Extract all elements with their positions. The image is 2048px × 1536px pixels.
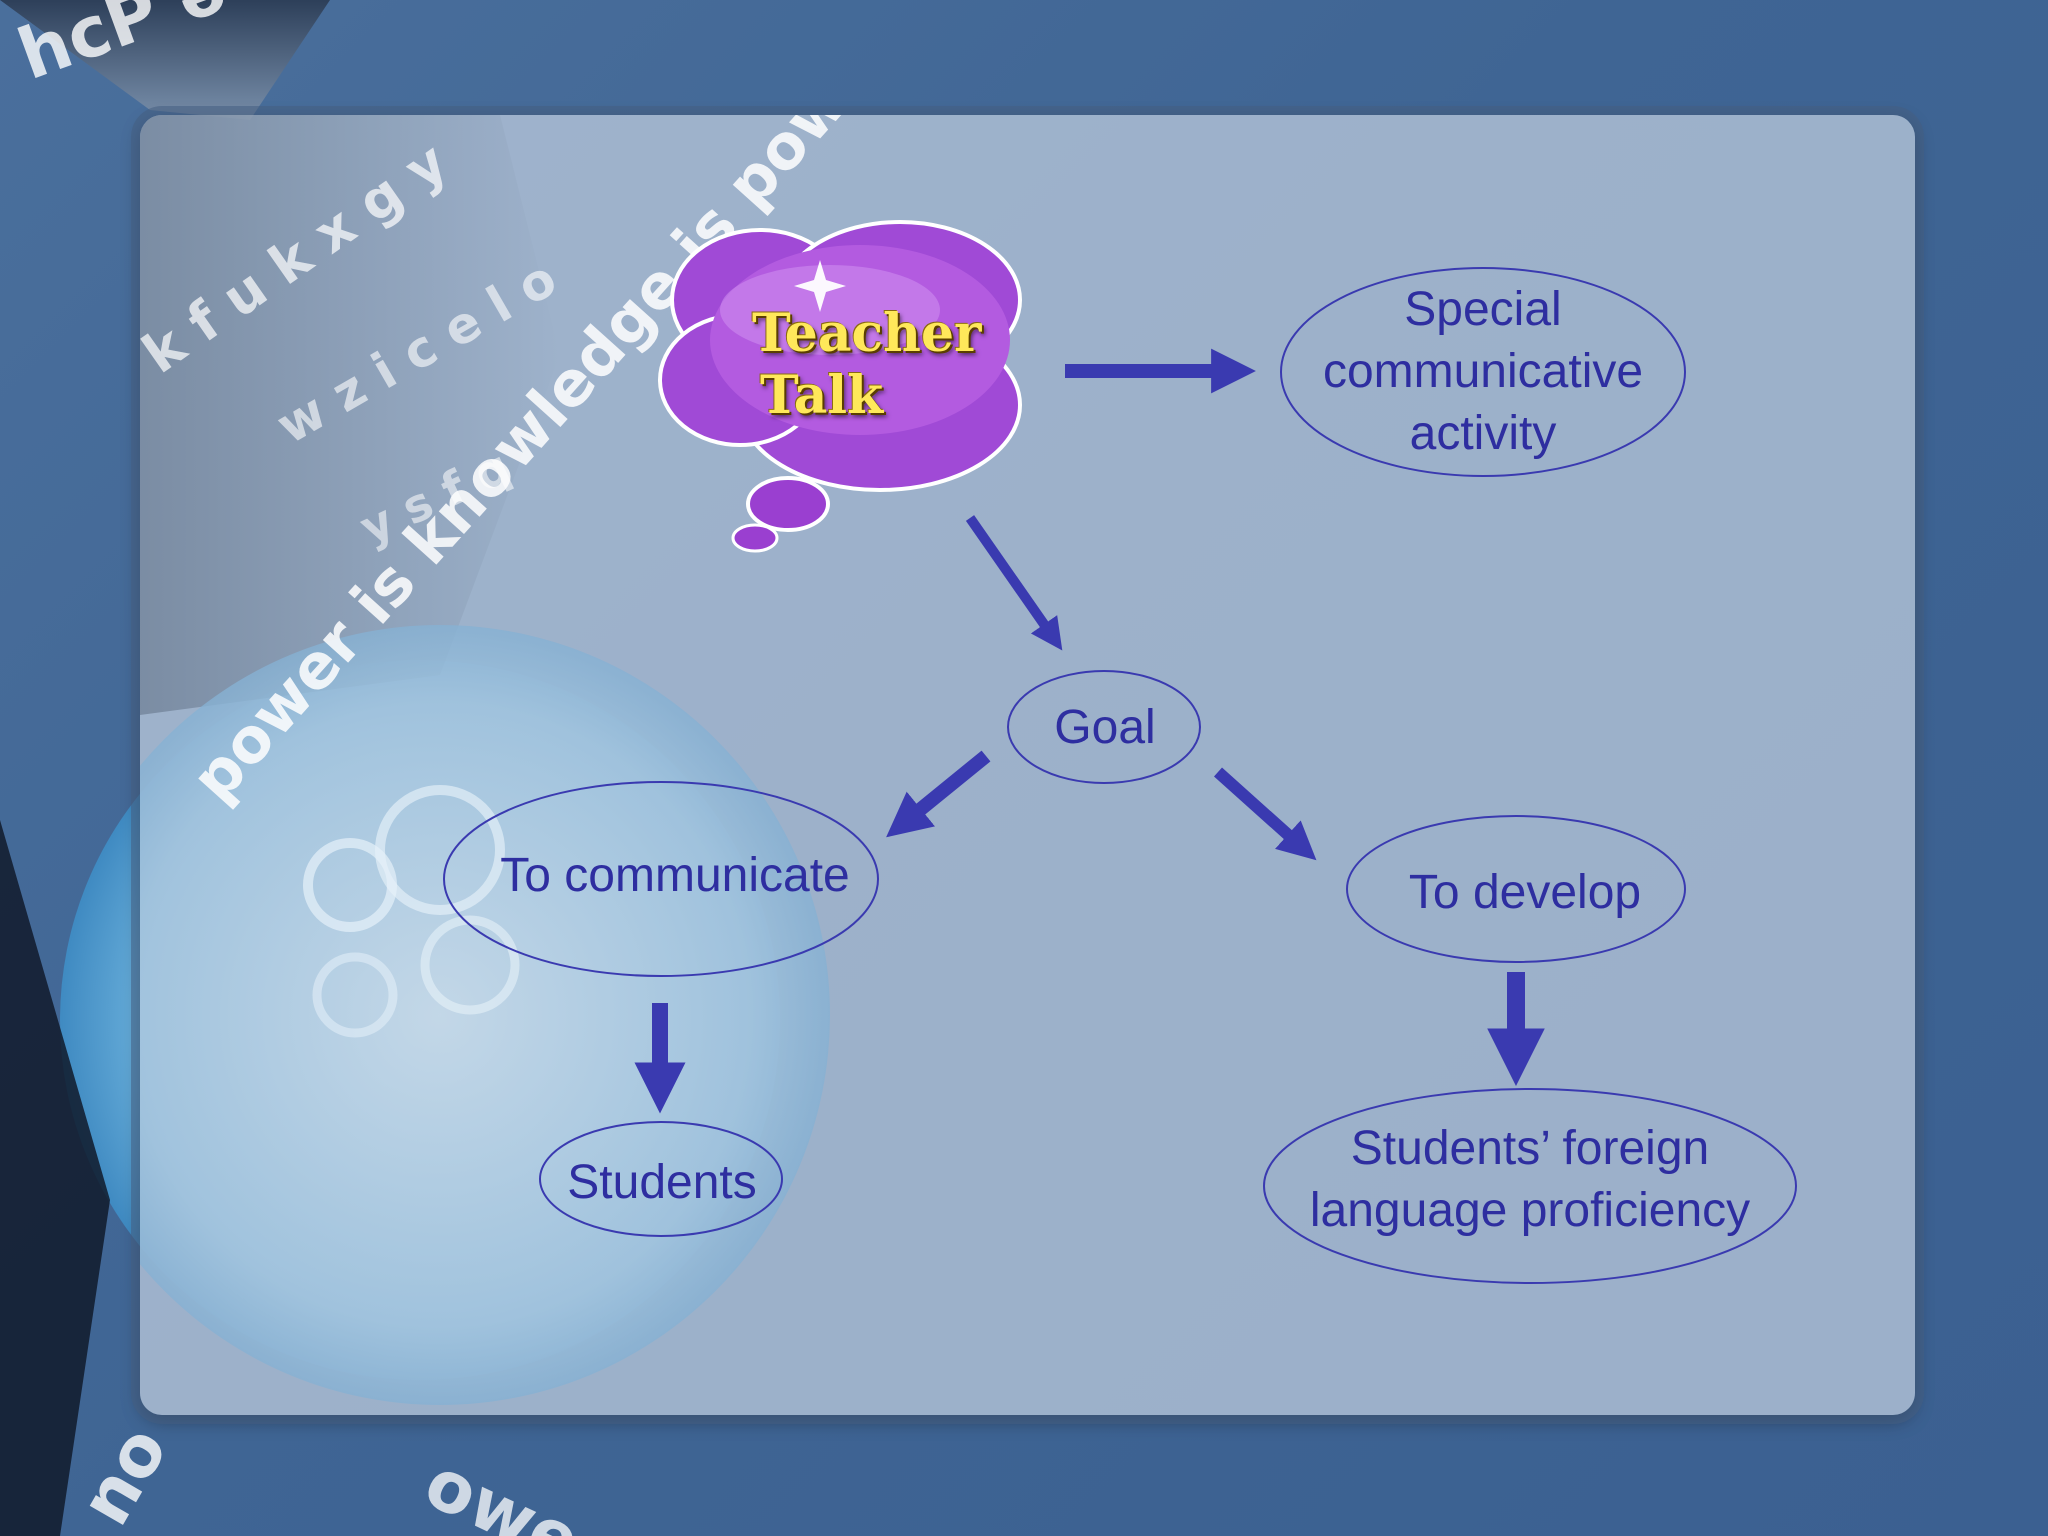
node-proficiency-outline [1263, 1088, 1797, 1284]
node-goal: Goal [1054, 701, 1156, 754]
arrow-goal-to-communicate [886, 750, 991, 838]
node-to-communicate: To communicate [500, 849, 850, 902]
thought-cloud [658, 220, 1022, 553]
cloud-label-line1: Teacher [752, 303, 982, 364]
cloud-label-line2: Talk [760, 365, 884, 426]
node-develop-outline [1346, 815, 1686, 963]
node-foreign-language-proficiency: Students’ foreign language proficiency [1309, 1122, 1751, 1237]
teacher-talk-cloud: Teacher Talk [660, 225, 1060, 565]
node-goal-outline [1007, 670, 1201, 784]
content-panel: k f u k x g y w z i c e l o y s f q powe… [140, 115, 1915, 1415]
node-special-outline [1280, 267, 1686, 477]
node-communicate-outline [443, 781, 879, 977]
node-to-develop: To develop [1408, 866, 1642, 919]
node-special-communicative-activity: Special communicative activity [1322, 283, 1644, 460]
node-students-outline [539, 1121, 783, 1237]
arrow-goal-to-develop [1213, 767, 1317, 861]
arrow-cloud-to-goal [965, 515, 1063, 651]
node-students: Students [567, 1156, 757, 1209]
